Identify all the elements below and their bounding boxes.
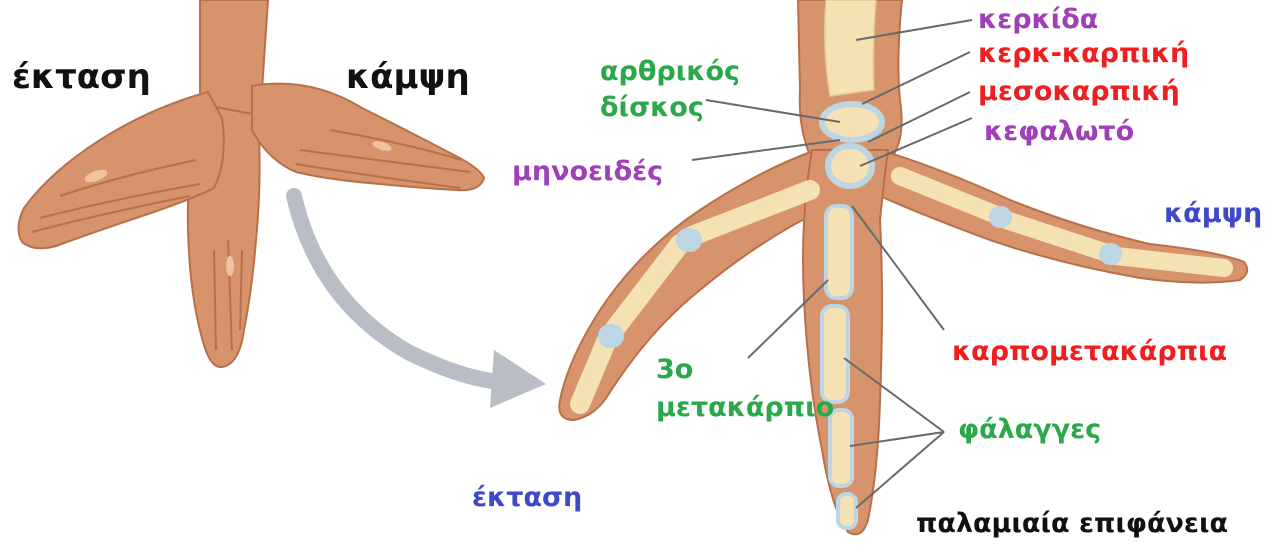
transition-arrow-head <box>490 350 546 408</box>
carpal-lunate <box>822 104 882 140</box>
label-capitate: κεφαλωτό <box>984 118 1134 146</box>
label-midcarpal: μεσοκαρπική <box>978 78 1180 106</box>
label-articular-disc-line2: δίσκος <box>600 94 704 122</box>
left-hand-down-nail <box>226 256 234 276</box>
label-third-metacarpal-line2: μετακάρπιο <box>656 394 834 422</box>
left-flexion-label: κάμψη <box>346 60 470 96</box>
bone-distal-phalanx <box>838 494 856 528</box>
bone-third-metacarpal <box>826 206 852 298</box>
radius-bone <box>825 0 876 96</box>
label-flexion-right: κάμψη <box>1164 200 1262 228</box>
label-articular-disc-line1: αρθρικός <box>600 58 740 86</box>
left-extension-label: έκταση <box>12 60 151 96</box>
transition-arrow <box>294 196 546 408</box>
left-hand-figure <box>18 0 484 367</box>
label-third-metacarpal-line1: 3ο <box>656 356 693 384</box>
label-radiocarpal: κερκ-καρπική <box>978 40 1189 68</box>
label-extension-right: έκταση <box>472 484 582 512</box>
label-carpometacarpal: καρπομετακάρπια <box>952 338 1227 366</box>
carpal-capitate <box>828 146 872 186</box>
bone-proximal-phalanx <box>822 306 848 402</box>
label-radius: κερκίδα <box>978 6 1098 34</box>
label-phalanges: φάλαγγες <box>958 416 1101 444</box>
transition-arrow-shaft <box>294 196 500 382</box>
label-palmar-surface: παλαμιαία επιφάνεια <box>916 510 1228 538</box>
label-lunate: μηνοειδές <box>512 158 663 186</box>
